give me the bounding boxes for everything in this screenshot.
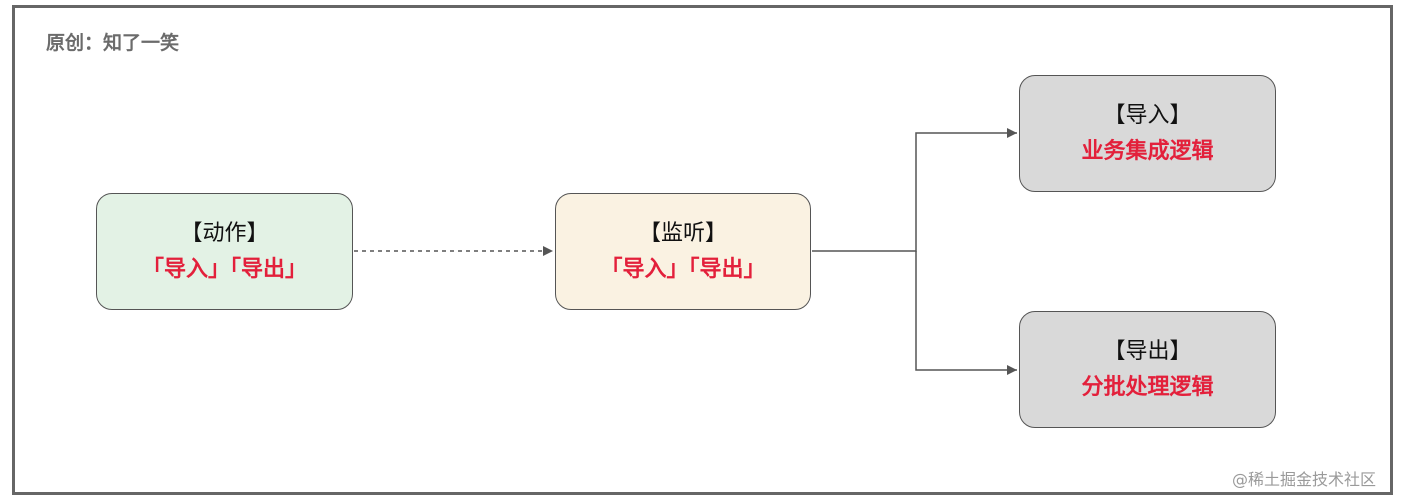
arrow-listener-to-export: [915, 251, 1017, 375]
import-logic-node: 【导入】 业务集成逻辑: [1019, 75, 1276, 192]
import-node-body: 业务集成逻辑: [1081, 138, 1214, 164]
action-node-title: 【动作】: [180, 221, 269, 247]
listener-node-title: 【监听】: [638, 221, 727, 247]
import-node-title: 【导入】: [1103, 103, 1192, 129]
action-node: 【动作】 「导入」「导出」: [96, 193, 353, 310]
listener-node-body: 「导入」「导出」: [600, 256, 766, 282]
export-node-body: 分批处理逻辑: [1081, 374, 1214, 400]
listener-node: 【监听】 「导入」「导出」: [555, 193, 811, 310]
author-credit: 原创：知了一笑: [46, 32, 180, 54]
export-logic-node: 【导出】 分批处理逻辑: [1019, 311, 1276, 428]
site-watermark: @稀土掘金技术社区: [1232, 470, 1377, 489]
arrow-listener-to-import: [812, 128, 1017, 252]
export-node-title: 【导出】: [1103, 339, 1192, 365]
action-node-body: 「导入」「导出」: [141, 256, 307, 282]
